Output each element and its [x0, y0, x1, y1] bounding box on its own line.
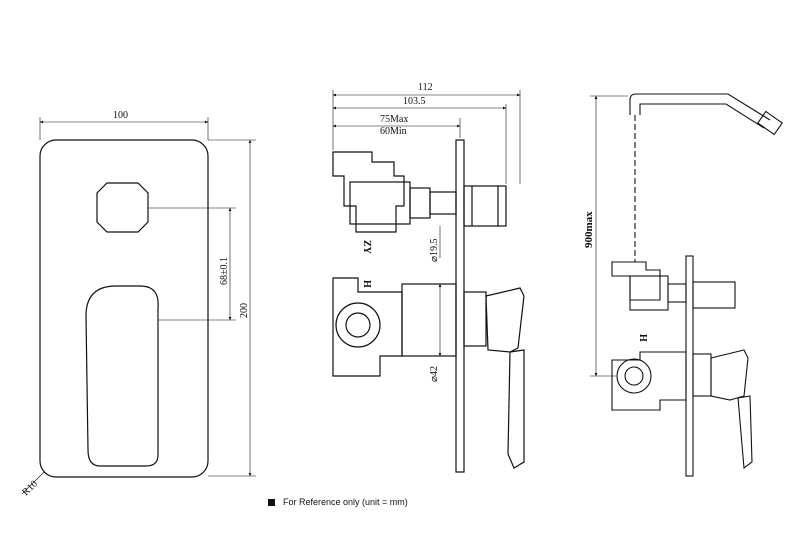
- side-mark-zy: ZY: [361, 240, 372, 255]
- install-inlet-inner: [624, 366, 644, 386]
- install-housing: [611, 261, 661, 301]
- front-width-label: 100: [113, 110, 128, 121]
- side-depth-label: 103.5: [403, 96, 426, 107]
- front-offset-label: 68±0.1: [219, 257, 230, 285]
- side-range-min-label: 60Min: [380, 126, 407, 137]
- install-housing-lower: [611, 351, 687, 411]
- install-outlet: [692, 281, 736, 309]
- inlet-port-inner: [345, 312, 371, 338]
- install-plate: [685, 255, 694, 477]
- side-lever: [485, 287, 525, 353]
- cover-plate: [39, 139, 209, 478]
- side-lever-tail: [507, 349, 525, 469]
- side-mark-h: H: [361, 280, 372, 288]
- outlet-fitting: [463, 185, 507, 227]
- install-lever: [710, 349, 749, 401]
- side-body-dia-label: ⌀42: [429, 366, 440, 382]
- valve-body-upper: [349, 181, 411, 225]
- side-range-max-label: 75Max: [380, 114, 408, 125]
- footnote-text: For Reference only (unit = mm): [283, 497, 408, 507]
- install-height-label: 900max: [583, 211, 595, 248]
- front-view: [21, 117, 256, 495]
- radius-leader: [21, 471, 45, 495]
- install-view: [590, 93, 783, 477]
- mixer-body: [401, 283, 457, 357]
- inlet-port-outer: [335, 302, 381, 348]
- lever-handle: [85, 285, 159, 467]
- side-view: [332, 90, 525, 473]
- mixer-spindle: [463, 291, 487, 347]
- footnote: For Reference only (unit = mm): [268, 497, 408, 507]
- shower-arm: [629, 93, 771, 121]
- install-mark-h: H: [637, 334, 648, 342]
- install-inlet-outer: [616, 358, 652, 394]
- shower-head-connector: [757, 110, 783, 136]
- bullet-square-icon: [268, 499, 275, 506]
- side-total-depth-label: 112: [418, 82, 433, 93]
- side-cover-plate: [455, 139, 465, 473]
- valve-housing: [332, 151, 405, 233]
- valve-connector: [409, 187, 431, 219]
- front-radius-label: R10: [20, 479, 40, 499]
- valve-housing-lower: [332, 277, 403, 377]
- valve-nut: [429, 191, 457, 215]
- diverter-button: [96, 182, 149, 233]
- side-outlet-dia-label: ⌀19.5: [429, 238, 440, 262]
- front-height-label: 200: [239, 303, 250, 318]
